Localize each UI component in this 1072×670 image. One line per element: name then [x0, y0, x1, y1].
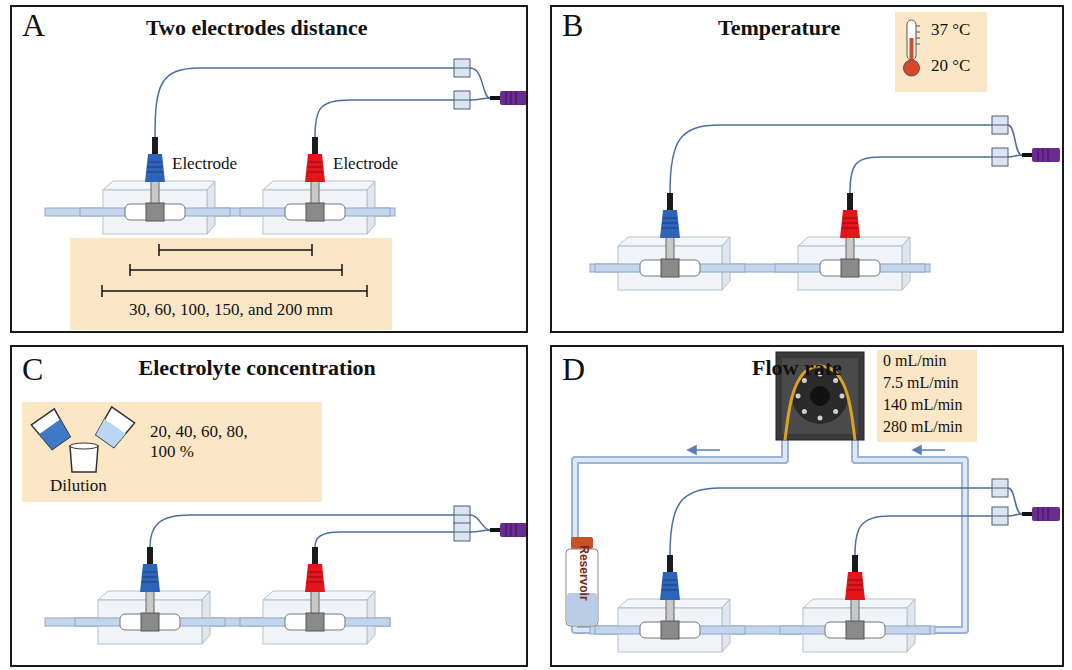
panel-a-apparatus — [45, 59, 528, 234]
panel-letter: A — [22, 7, 45, 44]
panel-title: Temperature — [718, 15, 840, 40]
dilution-box: Dilution 20, 40, 60, 80, 100 % — [22, 402, 322, 502]
dilution-label: Dilution — [50, 476, 107, 496]
reservoir: Reservoir — [565, 537, 599, 627]
panel: Dilution 20, 40, 60, 80, 100 % C Electrolyt… — [10, 345, 528, 667]
distance-values: 30, 60, 100, 150, and 200 mm — [129, 300, 333, 320]
panel-title: Flow rate — [752, 355, 842, 380]
flow-rate-value: 0 mL/min — [883, 352, 947, 370]
flow-rate-value: 7.5 mL/min — [883, 374, 959, 392]
flow-arrows — [688, 446, 945, 454]
panel-letter: B — [562, 7, 583, 44]
panel-letter: C — [22, 351, 43, 388]
flow-rate-value: 280 mL/min — [883, 418, 963, 436]
panel-title: Two electrodes distance — [146, 15, 368, 40]
electrode-label: Electrode — [333, 154, 398, 174]
temperature-value: 20 °C — [931, 56, 970, 76]
panel: 37 °C 20 °C B Temperature — [550, 5, 1064, 333]
temperature-box: 37 °C 20 °C — [895, 12, 987, 92]
distance-box: 30, 60, 100, 150, and 200 mm — [70, 238, 392, 330]
temperature-value: 37 °C — [931, 20, 970, 40]
panel-letter: D — [562, 351, 585, 388]
panel: 0 mL/min 7.5 mL/min 140 mL/min 280 mL/min R… — [550, 345, 1064, 667]
panel: 30, 60, 100, 150, and 200 mm A Two electro… — [10, 5, 528, 333]
electrode-label: Electrode — [172, 154, 237, 174]
panel-b-apparatus — [590, 116, 1060, 290]
flow-rate-value: 140 mL/min — [883, 396, 963, 414]
flow-rate-box: 0 mL/min 7.5 mL/min 140 mL/min 280 mL/min — [877, 350, 977, 442]
panel-c-apparatus — [45, 506, 528, 644]
panel-d-apparatus — [575, 352, 1060, 652]
reservoir-label: Reservoir — [575, 545, 589, 600]
panel-title: Electrolyte concentration — [139, 355, 376, 380]
concentration-values: 20, 40, 60, 80, 100 % — [150, 422, 254, 461]
